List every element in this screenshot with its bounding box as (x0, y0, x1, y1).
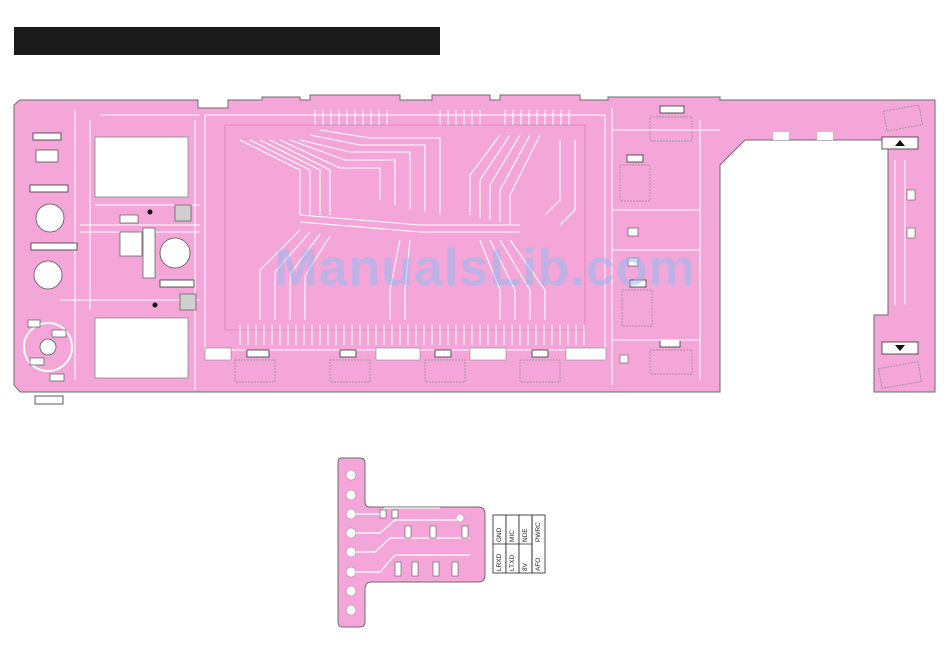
part-label-box (30, 185, 68, 192)
switch-label-box (630, 280, 646, 287)
smd-part (50, 374, 64, 381)
pin-label-lrxd: LRXD (496, 553, 503, 571)
sub-board-outline (338, 458, 485, 627)
smd-part (120, 215, 138, 223)
part-label-box (160, 280, 194, 287)
board-notch (817, 132, 833, 140)
smd-part (52, 330, 66, 337)
part-chip (36, 150, 58, 162)
knob-center (40, 339, 56, 355)
part-label-box (31, 243, 77, 250)
switch-label-box (660, 340, 680, 347)
pin-label-mic: MIC (509, 530, 516, 542)
rotary-encoder-lower (34, 261, 62, 289)
smd-part (30, 358, 44, 365)
smd-part (628, 228, 638, 236)
part-label-box (33, 133, 61, 140)
smd-part (28, 320, 40, 327)
via-dot (148, 210, 153, 215)
pin-label-nde: NDE (522, 528, 529, 542)
switch-label-box (435, 350, 451, 357)
pin-label-ltxd: LTXD (509, 555, 516, 571)
smd-part (620, 355, 628, 363)
display-window-lower (95, 318, 188, 378)
part-label-box (35, 396, 63, 404)
via-dot (153, 303, 158, 308)
pad-block (376, 348, 420, 360)
switch-label-box (532, 350, 548, 357)
board-notch (773, 132, 789, 140)
hatched-ic (180, 294, 196, 310)
hatched-ic (175, 205, 191, 221)
switch-label-box (627, 155, 643, 162)
main-board (14, 95, 935, 404)
pad-block (566, 348, 606, 360)
smd-part (907, 228, 915, 238)
pin-label-8v: 8V (522, 562, 529, 571)
crystal (143, 228, 155, 278)
rotary-encoder-upper (36, 204, 64, 232)
smd-part (628, 258, 638, 266)
pin-label-gnd: GND (496, 527, 503, 542)
switch-label-box (247, 350, 269, 357)
pad-block (205, 348, 231, 360)
switch-label-box (660, 106, 684, 113)
inductor (120, 232, 142, 256)
capacitor-round (160, 238, 190, 268)
pad-block (470, 348, 506, 360)
switch-label-box (340, 350, 356, 357)
connector-pin-table: LRXD LTXD 8V GND MIC NDE (493, 515, 532, 573)
sub-board (338, 458, 485, 627)
smd-part (907, 190, 915, 200)
display-window-upper (95, 137, 188, 197)
